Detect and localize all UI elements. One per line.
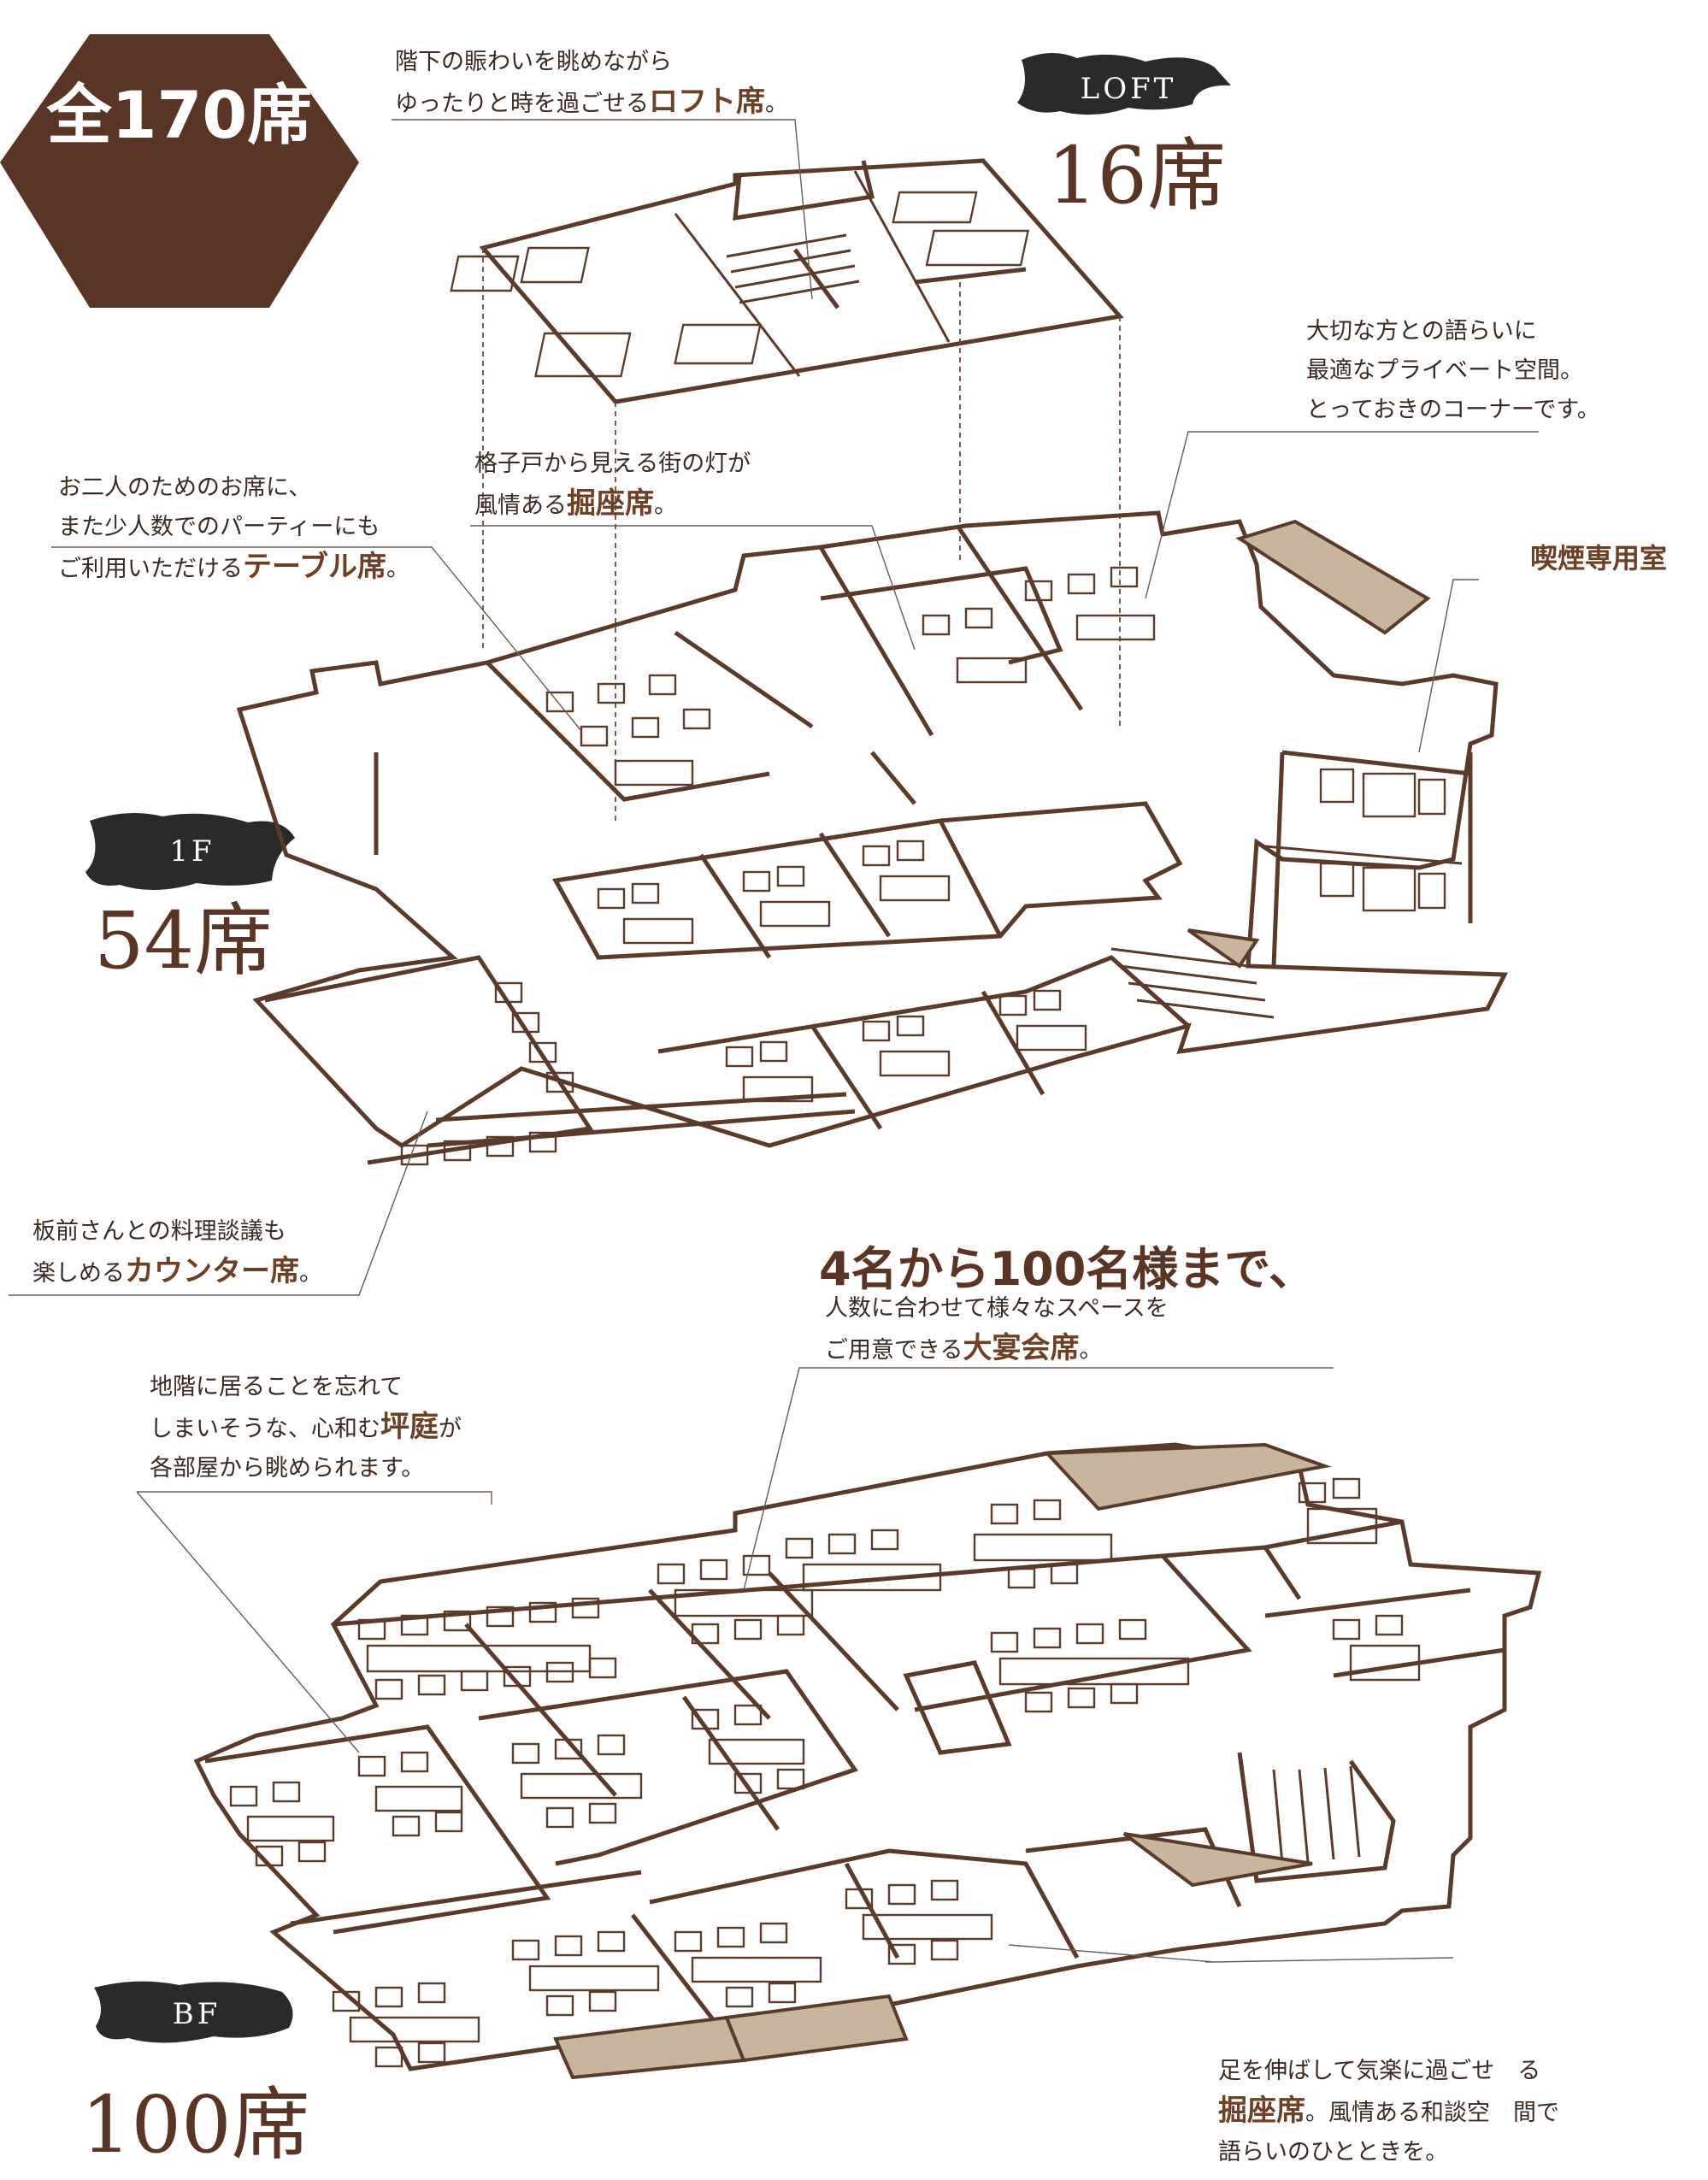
loft-seat-count: 16席 [1047, 130, 1227, 221]
bf-floor-plan [193, 1442, 1542, 2080]
callout-banquet: 人数に合わせて様々なスペースを ご用意できる大宴会席。 [825, 1295, 1169, 1365]
1f-tag: 1F [169, 834, 215, 869]
1f-floor-plan [236, 510, 1508, 1166]
callout-horigotatsu-bf: 足を伸ばして気楽に過ごせ る 掘座席。風情ある和談空 間で 語らいのひとときを。 [1218, 2058, 1559, 2165]
total-seats-hexagon [0, 34, 359, 308]
smoking-room-label: 喫煙専用室 [1530, 542, 1668, 574]
callout-counter-seats: 板前さんとの料理談議も 楽しめるカウンター席。 [32, 1218, 322, 1288]
banquet-headline: 4名から100名様まで、 [819, 1242, 1316, 1296]
callout-horigotatsu-1f: 格子戸から見える街の灯が 風情ある掘座席。 [474, 451, 751, 521]
1f-tag-brush [85, 813, 295, 891]
bf-seat-count: 100席 [81, 2079, 310, 2171]
bf-tables [229, 1477, 1421, 2068]
callout-loft: 階下の賑わいを眺めながら ゆったりと時を過ごせるロフト席。 [395, 49, 788, 119]
leader-lines [9, 119, 1539, 1963]
loft-floor-plan [450, 158, 1124, 404]
callout-courtyard: 地階に居ることを忘れて しまいそうな、心和む坪庭が 各部屋から眺められます。 [150, 1374, 462, 1482]
1f-tables [400, 566, 1446, 1166]
total-seats-label: 全170席 [46, 77, 313, 153]
loft-tag: LOFT [1080, 72, 1177, 106]
callout-table-seats: お二人のためのお席に、 また少人数でのパーティーにも ご利用いただけるテーブル席… [58, 474, 409, 584]
1f-seat-count: 54席 [94, 895, 274, 987]
loft-tag-brush [1017, 52, 1231, 115]
bf-tag-brush [94, 1981, 293, 2043]
bf-tag: BF [172, 1997, 221, 2031]
callout-private-corner: 大切な方との語らいに 最適なプライベート空間。 とっておきのコーナーです。 [1306, 318, 1600, 423]
